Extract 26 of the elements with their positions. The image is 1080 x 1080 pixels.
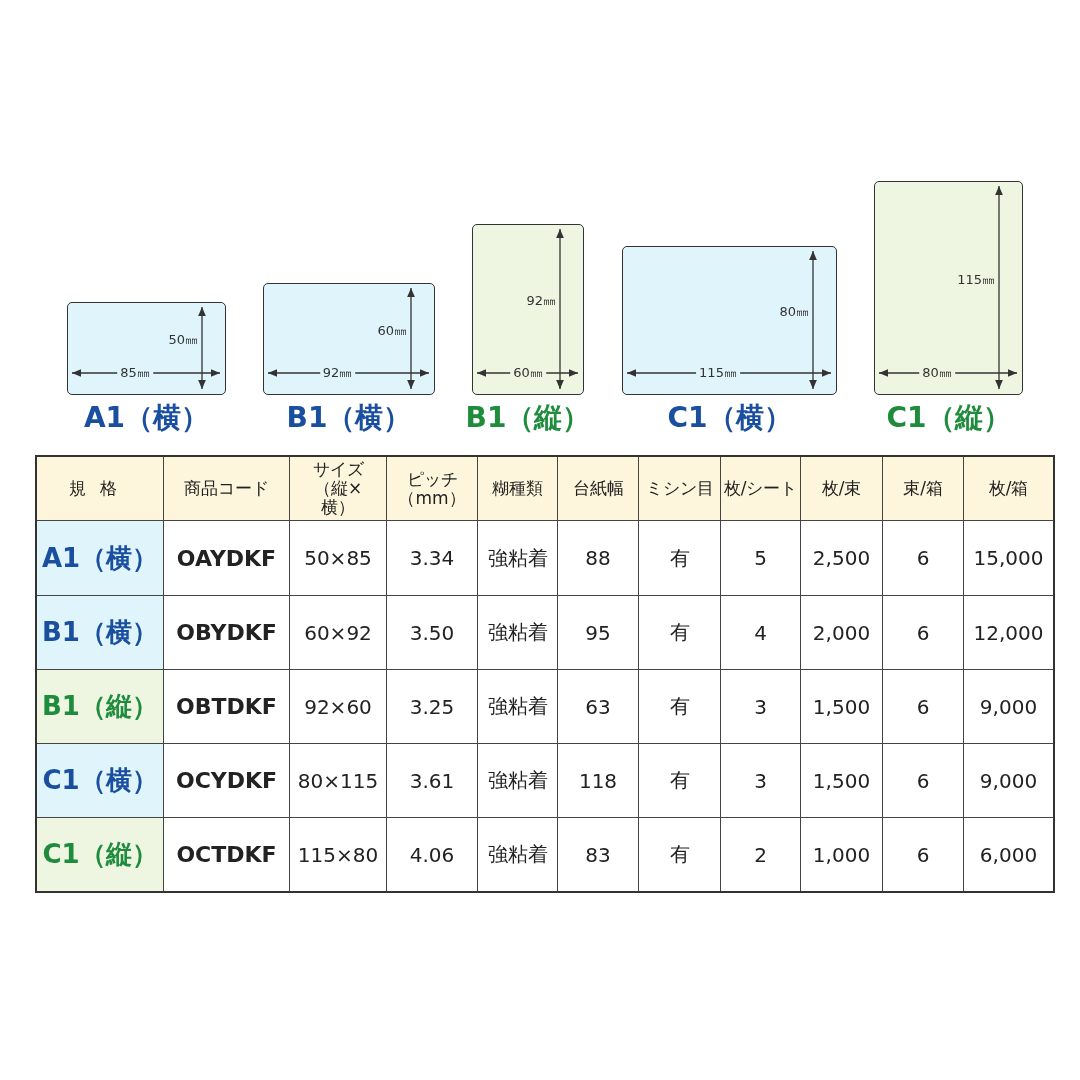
header-cell: 枚/シート <box>720 456 801 521</box>
table-cell: A1（横） <box>36 520 164 596</box>
header-cell: 糊種類 <box>477 456 558 521</box>
size-caption: C1（縦） <box>886 400 1011 436</box>
header-cell: ミシン目 <box>638 456 721 521</box>
label-size-card <box>67 302 226 395</box>
size-caption: B1（横） <box>286 400 412 436</box>
label-size-card <box>263 283 435 395</box>
header-cell: 枚/箱 <box>963 456 1054 521</box>
table-cell: B1（縦） <box>36 669 164 744</box>
header-cell: 規格 <box>36 456 164 521</box>
header-cell: サイズ（縦×横） <box>289 456 387 521</box>
table-cell: C1（横） <box>36 743 164 818</box>
label-size-card <box>472 224 584 395</box>
table-cell: B1（横） <box>36 595 164 670</box>
size-caption: A1（横） <box>83 400 210 436</box>
table-cell: C1（縦） <box>36 817 164 892</box>
header-cell: ピッチ（mm） <box>386 456 478 521</box>
header-cell: 台紙幅 <box>557 456 639 521</box>
header-cell: 枚/束 <box>800 456 883 521</box>
header-cell: 束/箱 <box>882 456 964 521</box>
size-caption: C1（横） <box>667 400 792 436</box>
size-caption: B1（縦） <box>465 400 591 436</box>
label-size-card <box>622 246 837 395</box>
label-size-card <box>874 181 1023 395</box>
header-cell: 商品コード <box>163 456 290 521</box>
